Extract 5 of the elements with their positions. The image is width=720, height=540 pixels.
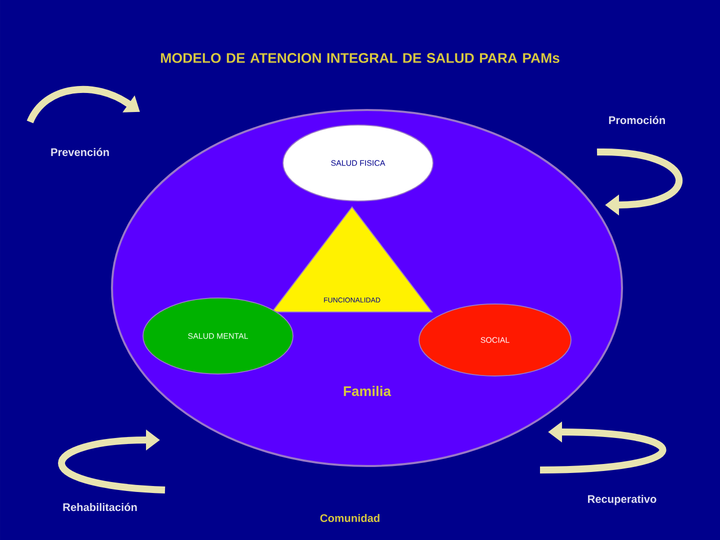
label: Rehabilitación bbox=[63, 502, 137, 512]
title: MODELO DE ATENCION INTEGRAL DE SALUD PARA PAMs bbox=[161, 53, 560, 63]
label: Recuperativo bbox=[588, 494, 656, 506]
label: Prevención bbox=[51, 148, 109, 156]
label: Comunidad bbox=[320, 514, 380, 522]
